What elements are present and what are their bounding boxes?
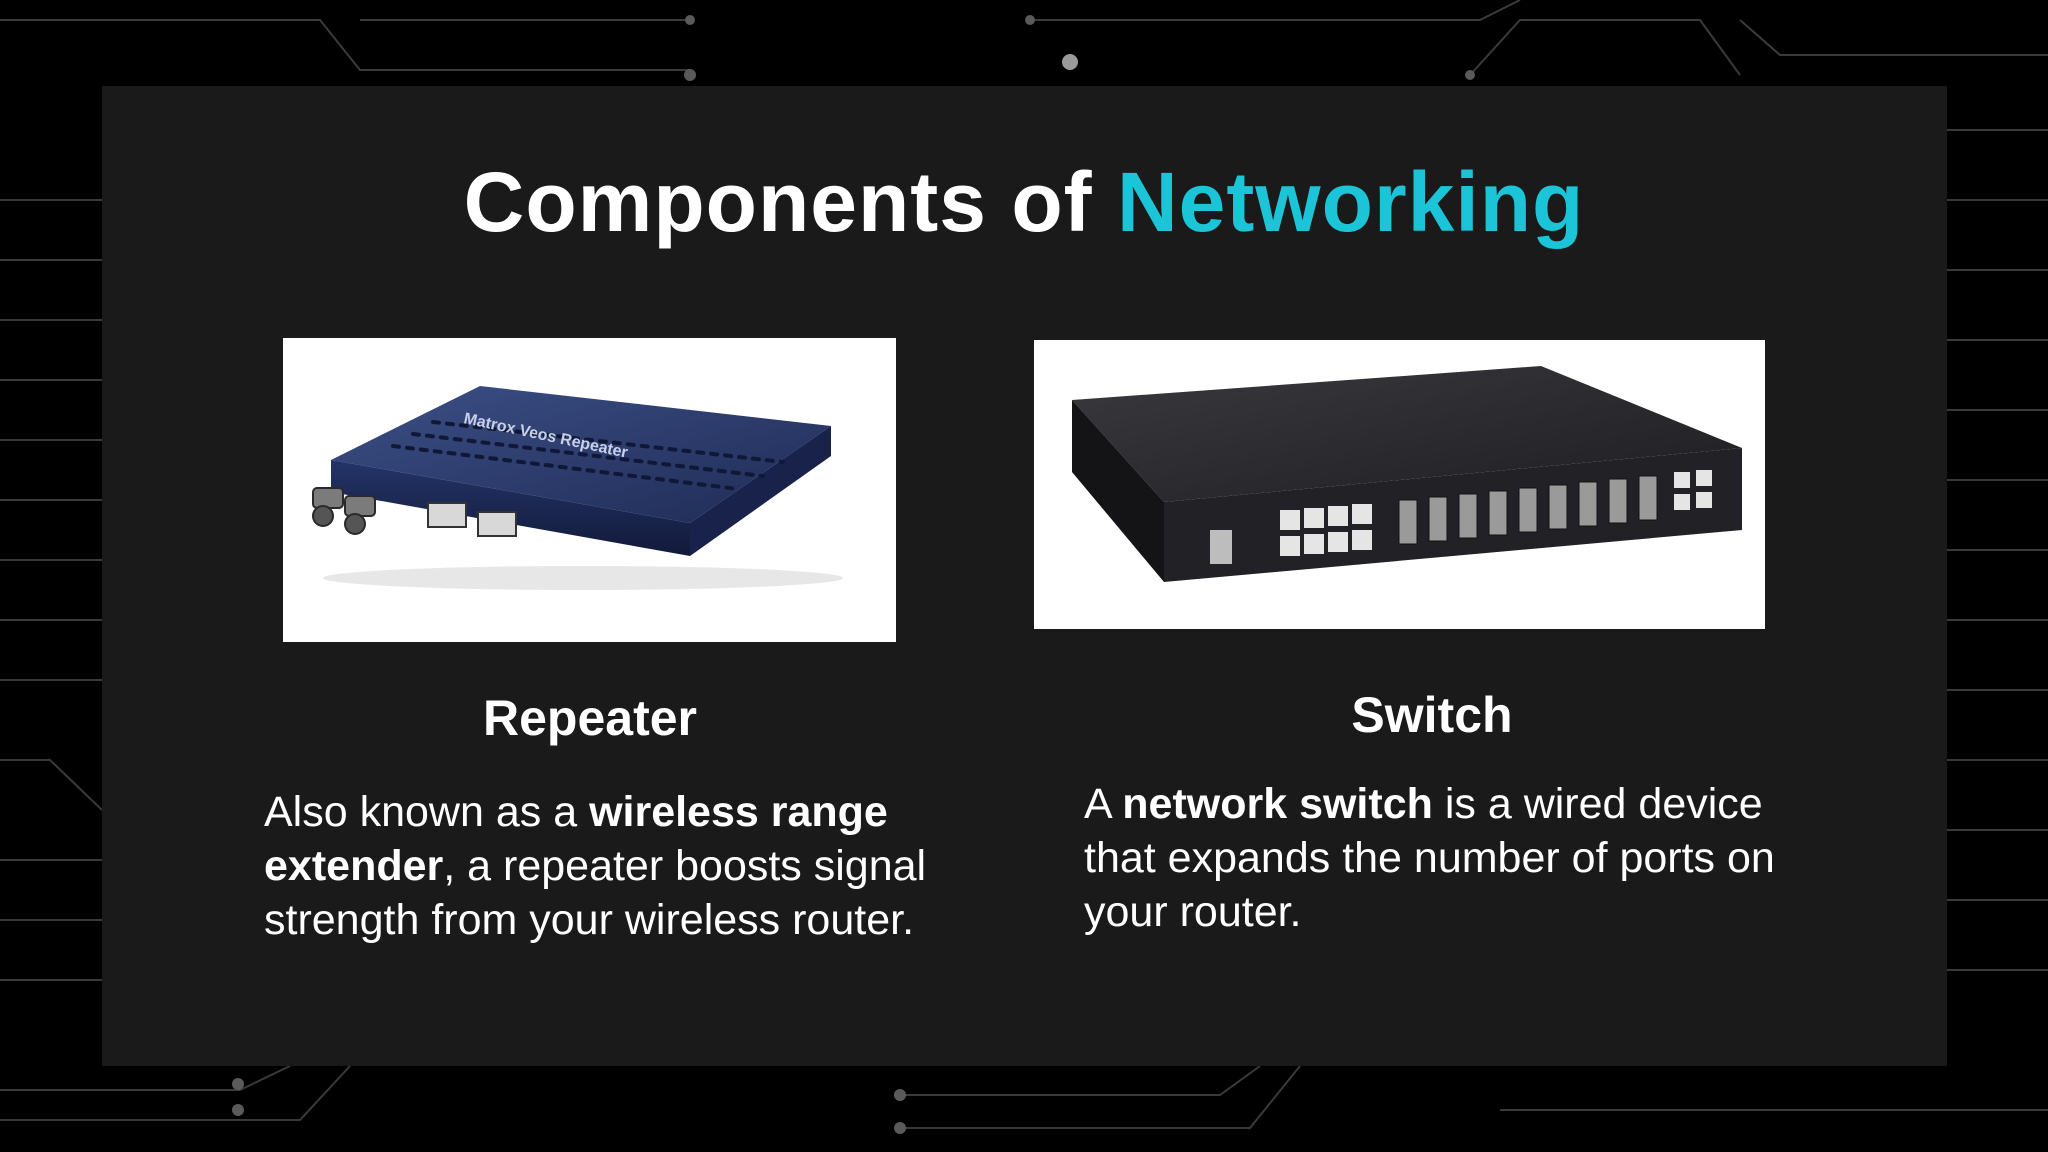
switch-image <box>1034 340 1765 629</box>
repeater-device-icon: Matrox Veos Repeater <box>312 386 843 590</box>
switch-desc-bold: network switch <box>1122 780 1433 828</box>
switch-heading: Switch <box>1351 687 1513 743</box>
repeater-description: Also known as a wireless range extender,… <box>264 785 1024 947</box>
network-switch-icon <box>1072 366 1742 582</box>
switch-desc-part2: is a wired device that expands the numbe… <box>1084 780 1775 936</box>
repeater-heading: Repeater <box>483 690 697 746</box>
slide-title: Components of Networking <box>0 160 2048 244</box>
switch-description: A network switch is a wired device that … <box>1084 777 1844 939</box>
switch-desc-part1: A <box>1084 780 1123 828</box>
title-prefix: Components of <box>463 155 1093 249</box>
repeater-desc-part1: Also known as a <box>264 788 590 836</box>
repeater-desc-part2: , a repeater boosts signal strength from… <box>264 842 927 944</box>
repeater-desc-bold: wireless range extender <box>264 788 888 890</box>
repeater-image: Matrox Veos Repeater <box>283 338 896 642</box>
title-accent: Networking <box>1116 155 1585 249</box>
